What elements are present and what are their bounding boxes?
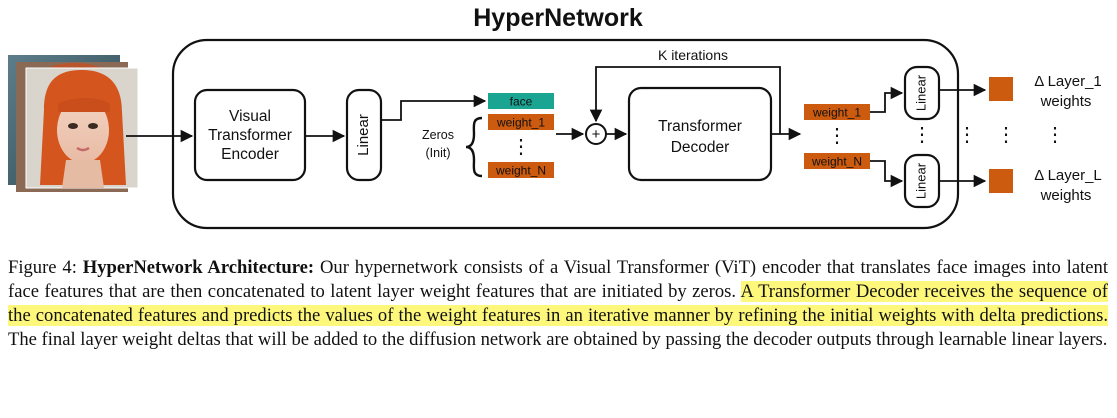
k-iterations-label: K iterations — [658, 47, 728, 63]
layer-l-weights-label: Δ Layer_L — [1034, 167, 1102, 184]
face-token — [488, 93, 554, 109]
add-node: + — [585, 123, 607, 145]
input-face-images — [8, 55, 139, 192]
decoder-output-tokens: weight_1 ⋮ weight_N — [804, 104, 870, 169]
svg-text:weights: weights — [1040, 93, 1092, 110]
svg-text:⋮: ⋮ — [957, 124, 977, 146]
svg-text:weights: weights — [1040, 187, 1092, 204]
weight-token-n — [488, 162, 554, 178]
svg-text:weight_N: weight_N — [811, 155, 862, 169]
svg-text:Encoder: Encoder — [221, 146, 279, 163]
svg-text:weight_1: weight_1 — [496, 116, 545, 130]
svg-text:Linear: Linear — [913, 162, 928, 199]
svg-text:⋮: ⋮ — [1045, 124, 1065, 146]
svg-text:weight_1: weight_1 — [812, 106, 861, 120]
svg-text:weight_N: weight_N — [495, 164, 546, 178]
token-sequence: face weight_1 ⋮ weight_N — [488, 93, 554, 178]
layer-1-weights-square — [989, 77, 1013, 101]
encoder-linear-layer: Linear — [345, 88, 383, 182]
svg-text:Visual: Visual — [229, 108, 271, 125]
layer-1-weights-label: Δ Layer_1 — [1034, 73, 1102, 90]
svg-text:Linear: Linear — [355, 114, 372, 156]
transformer-decoder: Transformer Decoder — [627, 86, 773, 182]
output-linear-layer-l: Linear — [903, 153, 941, 209]
svg-text:+: + — [592, 126, 601, 143]
svg-text:⋮: ⋮ — [511, 136, 531, 158]
visual-transformer-encoder: Visual Transformer Encoder — [193, 88, 307, 182]
svg-text:Transformer: Transformer — [658, 118, 742, 135]
svg-text:⋮: ⋮ — [827, 125, 847, 147]
out-weight-token-1 — [804, 104, 870, 120]
zeros-init-label-2: (Init) — [426, 146, 451, 160]
svg-text:Transformer: Transformer — [208, 127, 292, 144]
hypernetwork-container — [171, 38, 960, 230]
diagram-title: HyperNetwork — [473, 4, 643, 32]
caption-bold-title: HyperNetwork Architecture: — [82, 257, 315, 278]
layer-l-weights-square — [989, 169, 1013, 193]
svg-text:Decoder: Decoder — [671, 139, 730, 156]
figure-caption: Figure 4: HyperNetwork Architecture: Our… — [8, 256, 1108, 352]
zeros-brace — [465, 116, 483, 178]
caption-text-after: The final layer weight deltas that will … — [8, 329, 1108, 350]
svg-text:⋮: ⋮ — [996, 124, 1016, 146]
weight-token-1 — [488, 114, 554, 130]
zeros-init-label: Zeros — [422, 128, 454, 142]
caption-text-before: Our hypernetwork consists of a Visual Tr… — [8, 257, 1108, 302]
out-weight-token-n — [804, 153, 870, 169]
caption-label: Figure 4: — [8, 257, 77, 278]
k-iterations-loop — [589, 66, 781, 134]
svg-text:Linear: Linear — [913, 74, 928, 111]
output-linear-layer-1: Linear — [903, 65, 941, 121]
hypernetwork-diagram: HyperNetwork Visual Transformer Encoder — [8, 4, 1102, 230]
svg-text:face: face — [510, 95, 533, 109]
svg-text:⋮: ⋮ — [912, 124, 932, 146]
